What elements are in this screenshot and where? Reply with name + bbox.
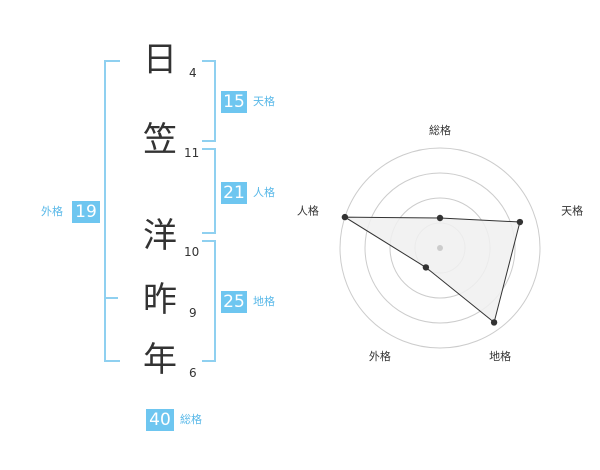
radar-point [341, 213, 349, 221]
gaikaku-value: 19 [72, 201, 100, 223]
gaikaku-label: 外格 [41, 205, 63, 218]
name-char-5: 年 [143, 340, 177, 380]
jinkaku-bracket [202, 148, 216, 234]
radar-ring [364, 172, 516, 324]
stroke-count-4: 9 [189, 306, 197, 320]
chikaku-value: 25 [221, 291, 247, 313]
name-char-3: 洋 [143, 216, 177, 256]
radar-axis-label-gaikaku: 外格 [369, 349, 391, 363]
stroke-count-3: 10 [184, 245, 200, 259]
name-char-1: 日 [143, 40, 177, 80]
radar-point [436, 214, 444, 222]
name-char-4: 昨 [143, 280, 177, 320]
radar-point [422, 264, 430, 271]
radar-points [341, 213, 524, 326]
stroke-count-5: 6 [189, 366, 197, 380]
name-char-2: 笠 [143, 120, 177, 160]
stroke-count-1: 4 [189, 66, 197, 80]
chikaku-bracket [202, 240, 216, 362]
soukaku-label: 総格 [180, 413, 202, 426]
tenkaku-value: 15 [221, 91, 247, 113]
tenkaku-label: 天格 [253, 95, 275, 108]
radar-center-dot [437, 245, 443, 251]
jinkaku-value: 21 [221, 182, 247, 204]
radar-ring [339, 147, 541, 349]
gaikaku-bracket [104, 60, 120, 362]
gaikaku-bracket-tick [104, 297, 118, 299]
radar-axis-label-chikaku: 地格 [489, 349, 511, 363]
soukaku-value: 40 [146, 409, 174, 431]
fortune-radar-chart: 総格 天格 地格 外格 人格 [297, 123, 583, 363]
stroke-count-2: 11 [184, 146, 200, 160]
radar-point [516, 218, 524, 226]
radar-axis-label-jinkaku: 人格 [297, 204, 319, 218]
radar-point [490, 319, 498, 326]
radar-axis-label-tenkaku: 天格 [561, 204, 583, 218]
chikaku-label: 地格 [253, 295, 275, 308]
tenkaku-bracket [202, 60, 216, 142]
radar-axis-label-soukaku: 総格 [429, 123, 451, 137]
jinkaku-label: 人格 [253, 186, 275, 199]
radar-series-area [343, 216, 521, 324]
